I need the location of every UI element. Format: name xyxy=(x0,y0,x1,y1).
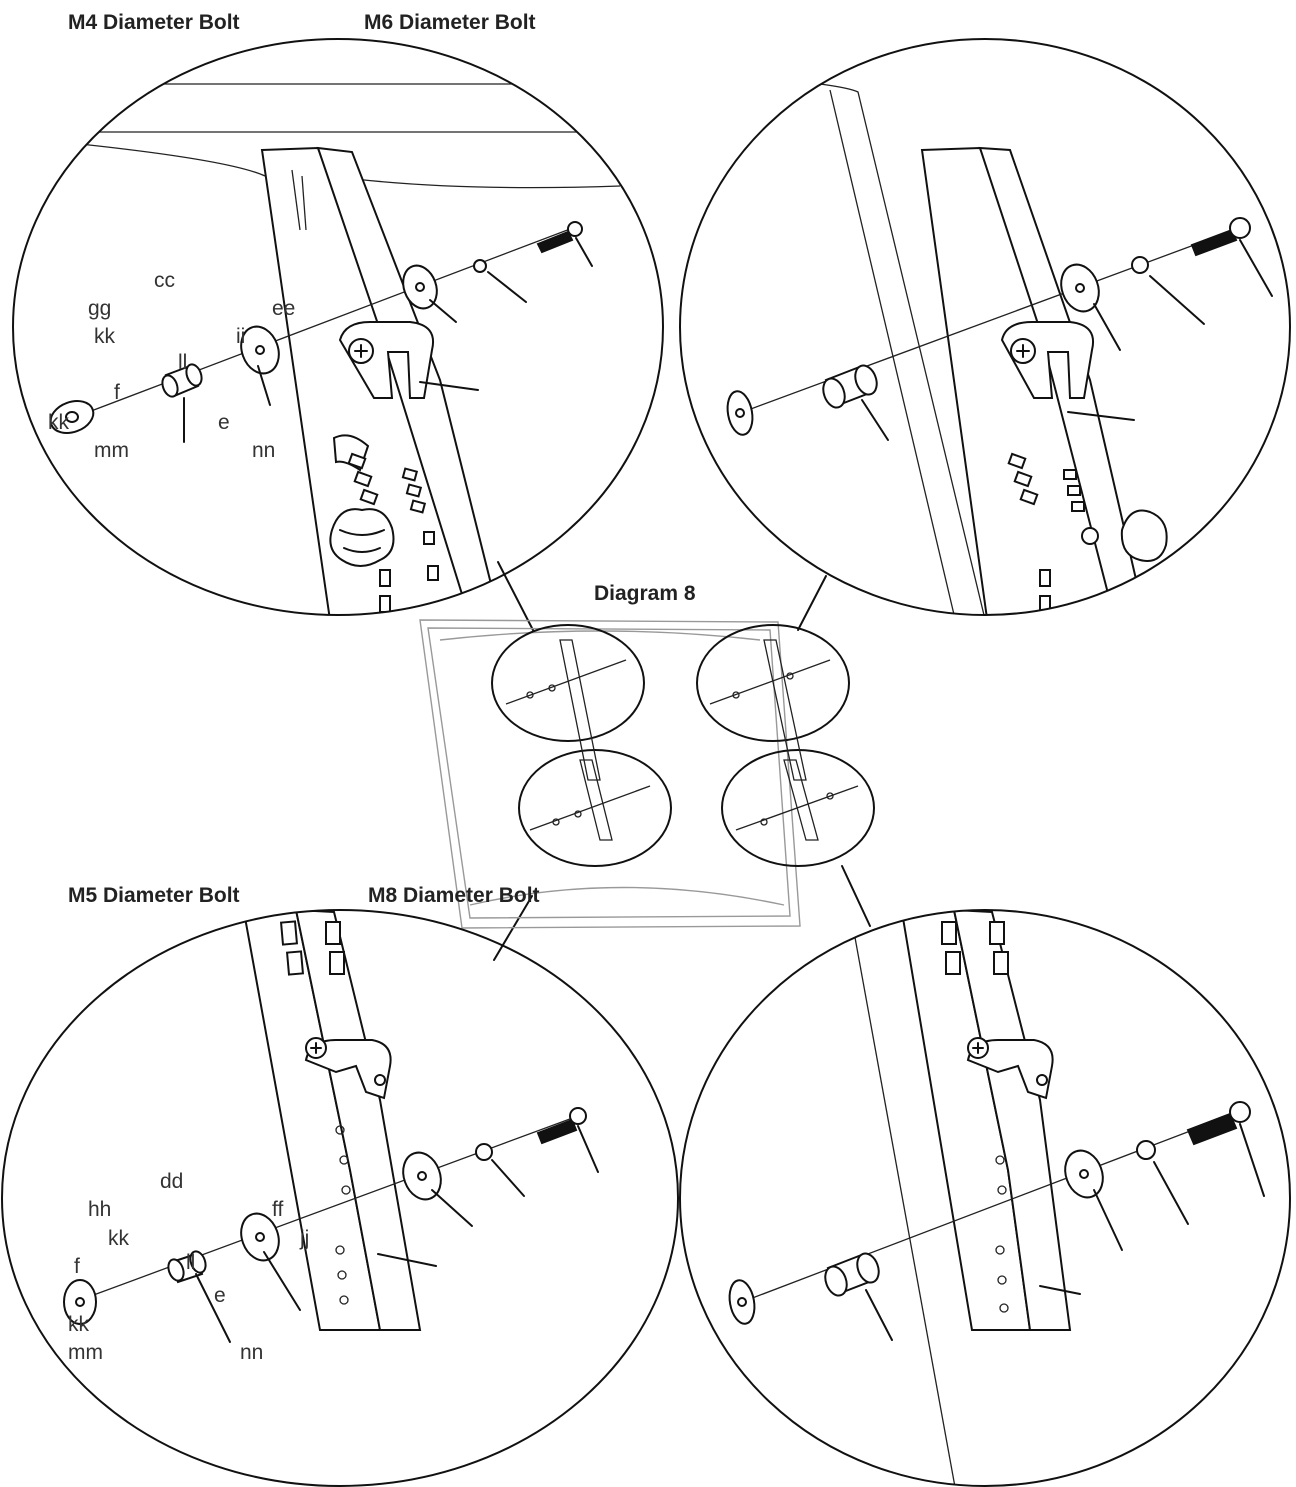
callout-ll: ll xyxy=(178,351,188,374)
callout-nn: nn xyxy=(240,1341,264,1364)
detail-circle-top-right xyxy=(679,38,1291,616)
callout-mm: mm xyxy=(94,439,129,462)
callout-ff: ff xyxy=(272,1198,284,1221)
callout-cc: cc xyxy=(154,269,175,292)
callout-dd: dd xyxy=(160,1170,184,1193)
heading-m4-bolt: M4 Diameter Bolt xyxy=(68,11,240,34)
callout-gg: gg xyxy=(88,297,112,320)
callout-jj: jj xyxy=(300,1227,310,1250)
detail-circle-bottom-left xyxy=(1,909,679,1487)
detail-circle-bottom-right xyxy=(679,909,1291,1487)
callout-ii: ii xyxy=(236,325,246,348)
heading-m8-bolt: M8 Diameter Bolt xyxy=(368,884,540,907)
callout-f: f xyxy=(114,381,120,404)
callout-hh: hh xyxy=(88,1198,112,1221)
heading-m5-bolt: M5 Diameter Bolt xyxy=(68,884,240,907)
callout-ee: ee xyxy=(272,297,296,320)
callout-kk: kk xyxy=(48,411,69,434)
callout-mm: mm xyxy=(68,1341,103,1364)
callout-e: e xyxy=(214,1284,226,1307)
callout-kk: kk xyxy=(94,325,115,348)
callout-ll: ll xyxy=(186,1251,196,1274)
callout-kk: kk xyxy=(68,1313,89,1336)
callout-e: e xyxy=(218,411,230,434)
callout-f: f xyxy=(74,1255,80,1278)
detail-circle-top-left xyxy=(12,38,664,616)
callout-nn: nn xyxy=(252,439,276,462)
callout-kk: kk xyxy=(108,1227,129,1250)
heading-m6-bolt: M6 Diameter Bolt xyxy=(364,11,536,34)
overview-panel xyxy=(419,619,875,929)
heading-diagram-number: Diagram 8 xyxy=(594,582,696,605)
